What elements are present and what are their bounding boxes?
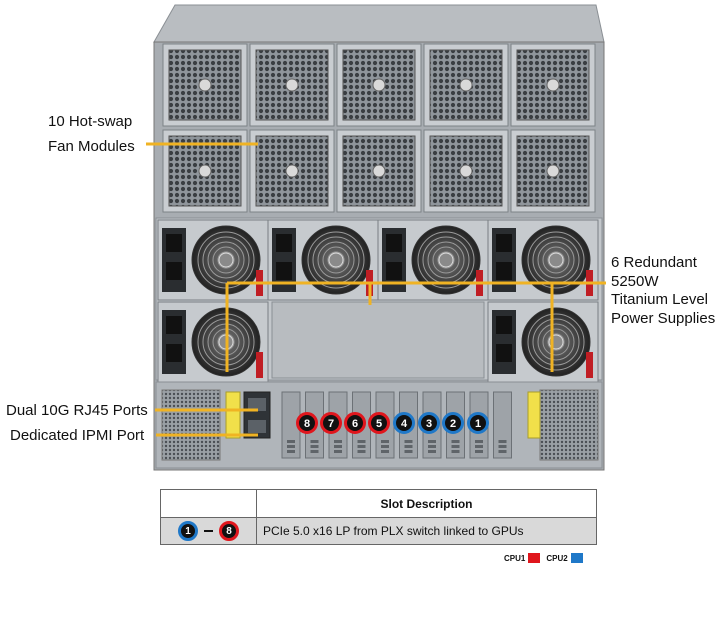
ipmi-port[interactable]	[248, 420, 266, 433]
slot-badge	[418, 412, 440, 434]
power-supply-unit[interactable]	[377, 219, 489, 301]
legend-cpu1-swatch	[528, 553, 541, 563]
slot-badge	[296, 412, 318, 434]
fan-module[interactable]	[249, 43, 335, 127]
slot-badge-label: 6	[352, 418, 358, 430]
legend-cpu2-label: CPU2	[546, 553, 568, 563]
cpu-legend: CPU1 CPU2	[504, 553, 589, 563]
power-supplies-callout: 6 Redundant 5250W Titanium Level Power S…	[611, 254, 715, 328]
fan-module[interactable]	[249, 129, 335, 213]
fan-module[interactable]	[162, 129, 248, 213]
table-header-row: Slot Description	[160, 489, 597, 518]
power-supplies	[157, 219, 599, 383]
slot-badge-label: 8	[304, 418, 310, 430]
io-latch-right[interactable]	[527, 391, 541, 439]
slot-badge-end: 8	[219, 521, 239, 541]
slot-badge	[393, 412, 415, 434]
fan-module[interactable]	[423, 129, 509, 213]
slot-badge	[368, 412, 390, 434]
slot-badge-label: 7	[328, 418, 334, 430]
ipmi-port-callout: Dedicated IPMI Port	[10, 427, 145, 444]
power-supply-unit[interactable]	[157, 301, 269, 383]
psu-callout-line-3: Titanium Level	[611, 291, 708, 308]
fan-row-bottom	[162, 129, 596, 213]
fan-module[interactable]	[510, 43, 596, 127]
power-supply-unit[interactable]	[487, 219, 599, 301]
io-vent-left	[161, 389, 221, 461]
chassis-top	[153, 4, 605, 43]
slot-badge-label: 1	[475, 418, 481, 430]
table-header-blank	[160, 489, 257, 518]
power-supply-unit[interactable]	[157, 219, 269, 301]
range-dash	[204, 530, 213, 532]
slot-badge-label: 3	[426, 418, 432, 430]
slot-number-badges: 8 7 6 5 4 3 2 1	[296, 412, 489, 434]
fan-callout-line-1: 10 Hot-swap	[48, 113, 133, 130]
slot-badge-start: 1	[178, 521, 198, 541]
psu-callout-line-4: Power Supplies	[611, 309, 716, 327]
fan-module[interactable]	[423, 43, 509, 127]
slot-badge-label: 4	[401, 418, 408, 430]
rj45-ports-callout: Dual 10G RJ45 Ports	[6, 402, 148, 419]
slot-description-table: Slot Description 1 8 PCIe 5.0 x16 LP fro…	[160, 489, 597, 545]
table-header-title: Slot Description	[256, 489, 597, 518]
legend-cpu1-label: CPU1	[504, 553, 526, 563]
fan-module[interactable]	[510, 129, 596, 213]
slot-badge	[442, 412, 464, 434]
fan-callout-line-2: Fan Modules	[48, 138, 135, 155]
power-supply-unit[interactable]	[267, 219, 379, 301]
table-row: 1 8 PCIe 5.0 x16 LP from PLX switch link…	[160, 517, 597, 545]
blank-panel	[271, 301, 485, 379]
psu-callout-line-1: 6 Redundant	[611, 254, 697, 271]
fan-module[interactable]	[336, 129, 422, 213]
fan-row-top	[162, 43, 596, 127]
fan-module[interactable]	[162, 43, 248, 127]
slot-badge-label: 5	[376, 418, 382, 430]
io-vent-right	[539, 389, 599, 461]
io-latch-left[interactable]	[225, 391, 241, 439]
psu-callout-line-2: 5250W	[611, 272, 659, 290]
legend-cpu2-swatch	[570, 553, 583, 563]
rj45-port[interactable]	[248, 398, 266, 411]
slot-badge	[344, 412, 366, 434]
fan-modules-callout: 10 Hot-swap Fan Modules	[48, 109, 135, 159]
slot-description-text: PCIe 5.0 x16 LP from PLX switch linked t…	[256, 517, 597, 545]
slot-badge	[320, 412, 342, 434]
slot-range-cell: 1 8	[160, 517, 257, 545]
fan-module[interactable]	[336, 43, 422, 127]
slot-badge	[467, 412, 489, 434]
power-supply-unit[interactable]	[487, 301, 599, 383]
slot-badge-label: 2	[450, 418, 456, 430]
callout-lines	[146, 142, 606, 437]
